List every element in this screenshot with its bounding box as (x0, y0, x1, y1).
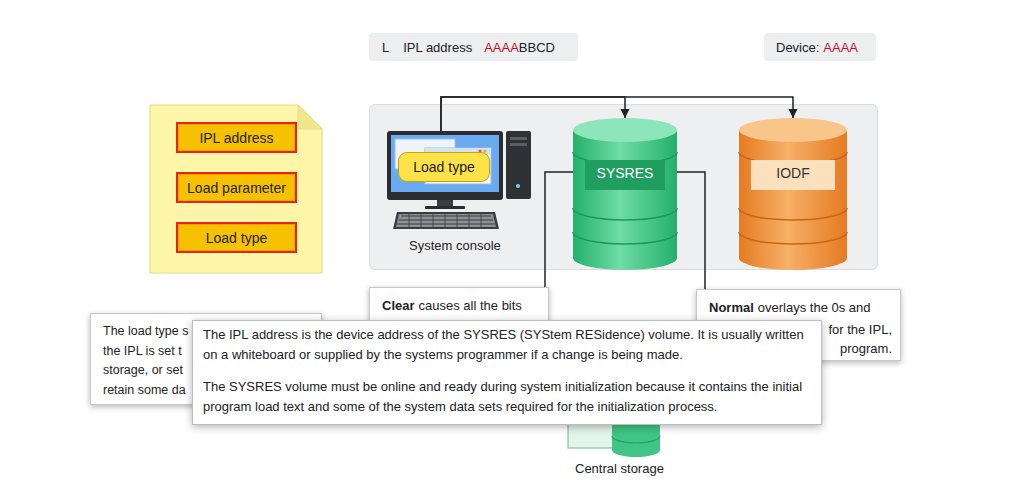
node-text: AAAA (823, 40, 858, 55)
node-text: Load parameter (187, 180, 286, 196)
node-text: overlays the 0s and (758, 300, 871, 315)
arrow-head (621, 109, 630, 118)
connector (545, 172, 577, 287)
node-text: Clear (382, 298, 415, 313)
connector (673, 172, 705, 289)
node-text: L (382, 40, 389, 55)
field-box: Load type (176, 222, 297, 253)
arrow-head (789, 109, 798, 118)
field-box: Load parameter (176, 172, 297, 203)
field-box: IPL address (176, 122, 297, 153)
address-bar: L IPL address AAAABBCD (369, 33, 578, 61)
node-text: causes all the bits (419, 298, 522, 313)
node-text: IPL address (199, 130, 273, 146)
node-text: The IPL address is the device address of… (203, 325, 816, 364)
node-text: Device: (776, 40, 819, 55)
node-text: IPL address (403, 40, 472, 55)
volume-cylinder (739, 118, 847, 270)
console-node: System console Load type (385, 128, 535, 256)
node-text: The load type s the IPL is set t storage… (103, 322, 205, 400)
node-text: The SYSRES volume must be online and rea… (203, 377, 816, 416)
node-text: IODF (739, 165, 847, 181)
node-text: System console (409, 238, 501, 253)
node-text: AAAA (484, 40, 519, 55)
iodf-volume: IODF (739, 118, 847, 270)
volume-cylinder (573, 118, 677, 270)
node-text: Load type (413, 159, 475, 175)
popup-note: The IPL address is the device address of… (192, 320, 822, 425)
sysres-volume: SYSRES (573, 118, 677, 270)
load-type-pill: Load type (398, 152, 490, 182)
device-box: Device: AAAA (764, 33, 876, 61)
node-text: BBCD (519, 40, 555, 55)
node-text: SYSRES (573, 165, 677, 181)
node-text: Central storage (575, 461, 664, 476)
console-illustration (385, 128, 535, 256)
node-text: program. (840, 341, 892, 356)
node-text: Load type (206, 230, 268, 246)
node-text: Normal (709, 300, 754, 315)
node-text: for the IPL, (828, 322, 892, 337)
